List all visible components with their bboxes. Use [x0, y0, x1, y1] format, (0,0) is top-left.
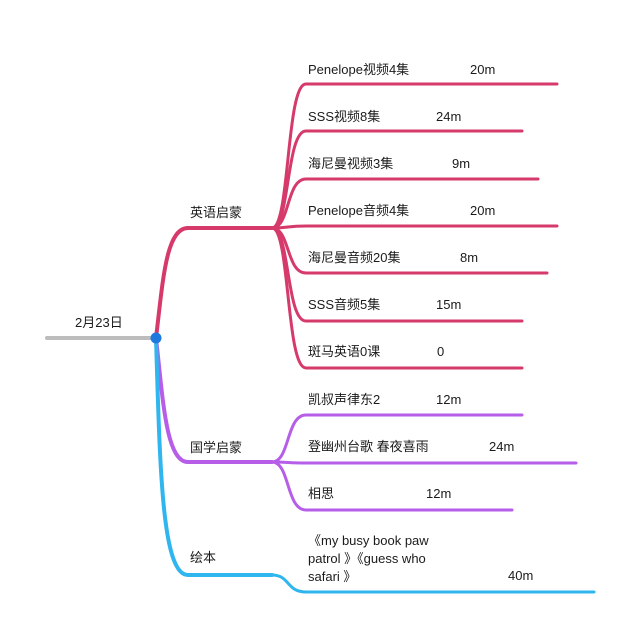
duration-label: 20m	[470, 203, 496, 218]
child-topic[interactable]: Penelope视频4集	[308, 62, 410, 77]
root-topic[interactable]: 2月23日	[75, 315, 123, 330]
connector-guoxue-child-3	[270, 460, 514, 512]
connector-guoxue-child-1	[270, 413, 524, 464]
child-topic[interactable]: SSS音频5集	[308, 297, 381, 312]
child-topic[interactable]: 《my busy book paw patrol 》《guess who saf…	[308, 533, 429, 584]
duration-label: 12m	[426, 486, 452, 501]
child-topic[interactable]: SSS视频8集	[308, 109, 381, 124]
child-topic[interactable]: 相思	[308, 486, 335, 501]
duration-label: 9m	[452, 156, 471, 171]
child-topic[interactable]: 海尼曼视频3集	[308, 156, 394, 171]
duration-label: 24m	[489, 439, 515, 454]
connector-branch-picture-book	[154, 336, 274, 577]
root-collapse-dot[interactable]	[150, 332, 162, 344]
duration-label: 8m	[460, 250, 479, 265]
child-topic[interactable]: Penelope音频4集	[308, 203, 410, 218]
duration-label: 40m	[508, 568, 534, 583]
duration-label: 24m	[436, 109, 462, 124]
duration-label: 0	[437, 344, 445, 359]
branch-topic-english[interactable]: 英语启蒙	[190, 205, 243, 220]
connector-picture-book-child-1	[270, 573, 596, 594]
branch-topic-guoxue[interactable]: 国学启蒙	[190, 440, 243, 455]
connector-guoxue-child-2	[270, 460, 578, 465]
child-topic[interactable]: 凯叔声律东2	[308, 392, 381, 407]
duration-label: 20m	[470, 62, 496, 77]
child-topic[interactable]: 海尼曼音频20集	[308, 250, 401, 265]
connector-english-child-3	[270, 177, 540, 230]
duration-label: 12m	[436, 392, 462, 407]
branch-topic-picture-book[interactable]: 绘本	[190, 550, 217, 565]
connector-english-child-7	[270, 226, 524, 370]
duration-label: 15m	[436, 297, 462, 312]
connector-english-child-2	[270, 129, 524, 230]
child-topic[interactable]: 登幽州台歌 春夜喜雨	[308, 439, 429, 454]
connector-english-child-4	[270, 224, 559, 230]
child-topic[interactable]: 斑马英语0课	[308, 344, 381, 359]
connector-branch-english	[154, 226, 274, 340]
